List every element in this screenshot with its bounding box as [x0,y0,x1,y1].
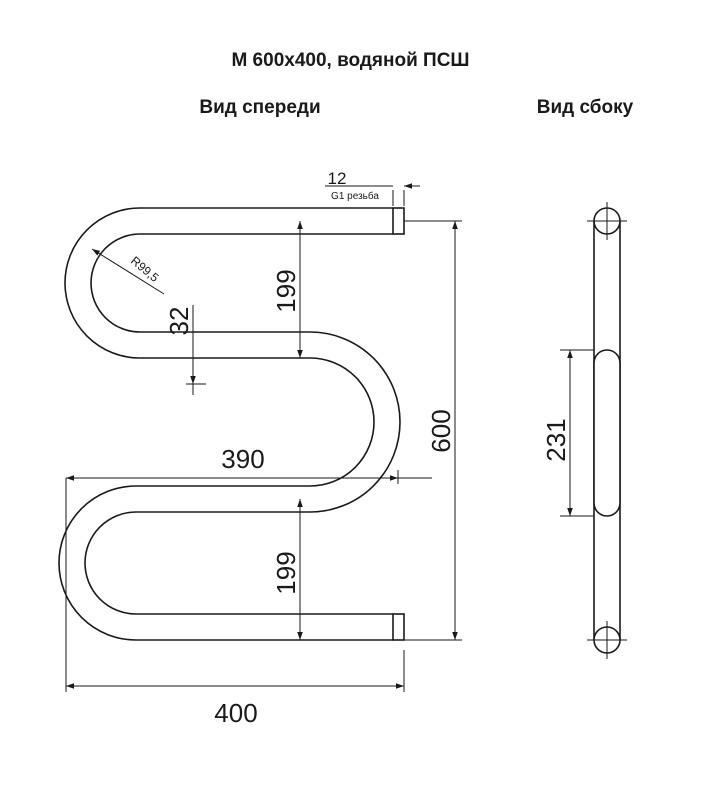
bend-radius-label: R99,5 [128,254,162,286]
top-thread-stub [392,207,405,235]
pipe-outer-contour [58,207,393,641]
thread-note: G1 резьба [331,190,379,202]
drawing-title: М 600х400, водяной ПСШ [231,50,470,71]
middle-bend-section [593,349,621,517]
total-height-dimension: 600 [426,409,456,452]
thread-width-dimension: 12 [328,169,347,188]
bottom-thread-stub [392,613,405,641]
side-offset-dimension: 231 [541,418,571,461]
side-view [593,207,621,654]
front-view-label: Вид спереди [199,97,321,118]
side-dimensions [560,349,594,517]
upper-pitch-dimension: 199 [271,269,301,312]
inner-width-dimension: 390 [221,444,264,474]
total-width-dimension: 400 [214,698,257,728]
front-dimensions [65,183,462,692]
front-view [58,207,405,641]
side-centerlines [587,202,627,659]
lower-pitch-dimension: 199 [271,551,301,594]
side-view-label: Вид сбоку [536,97,634,118]
pipe-inner-contour [84,233,401,615]
pipe-diameter-dimension: 32 [164,307,194,336]
